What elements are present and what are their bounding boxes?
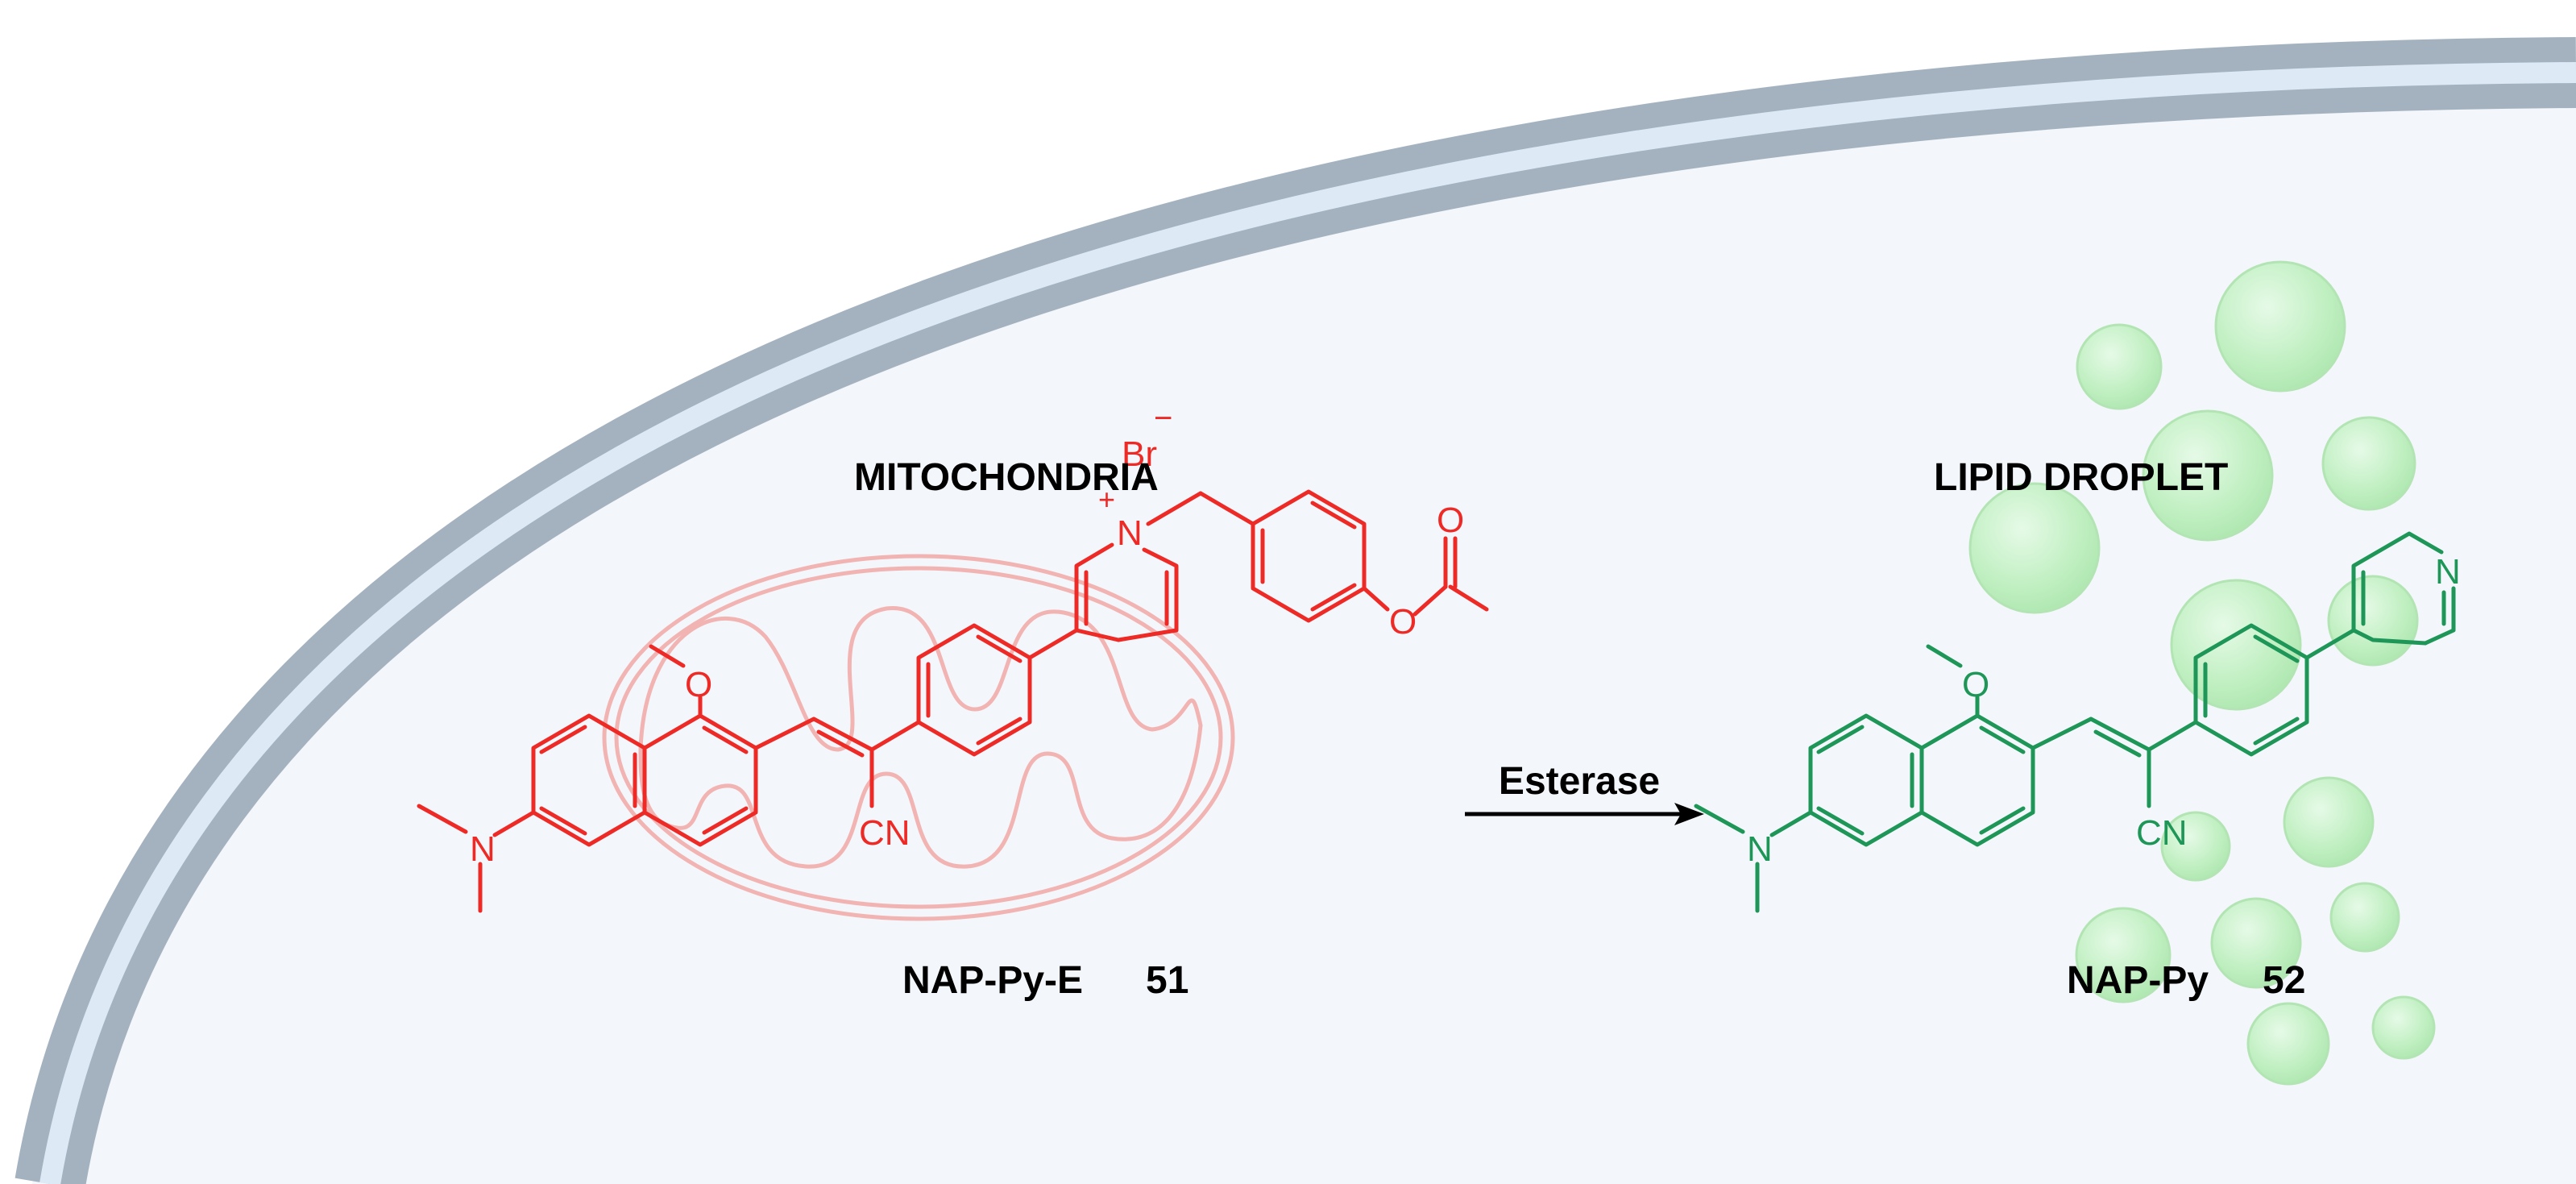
product-name: NAP-Py bbox=[2067, 959, 2209, 1002]
substrate-structure bbox=[417, 489, 1489, 913]
atom-label-o: O bbox=[1389, 602, 1417, 642]
double-bond bbox=[2253, 634, 2300, 663]
benzyl-bond bbox=[1198, 491, 1255, 526]
atom-label-n: N bbox=[1747, 829, 1773, 869]
double-bond bbox=[976, 634, 1023, 663]
atom-label-br: Br bbox=[1122, 434, 1157, 474]
lipid-droplet bbox=[2321, 416, 2416, 511]
lipid-droplet bbox=[2283, 776, 2375, 868]
lipid-droplet bbox=[2214, 260, 2346, 393]
vinyl-bond bbox=[2031, 717, 2093, 750]
substrate-name: NAP-Py-E bbox=[902, 959, 1083, 1002]
lipid-droplet bbox=[2371, 995, 2436, 1060]
atom-label-minus: − bbox=[1154, 401, 1172, 436]
methyl-bond bbox=[1448, 584, 1489, 612]
pyridine-ring bbox=[2423, 586, 2456, 646]
atom-label-o: O bbox=[1437, 501, 1464, 540]
reaction-arrow: Esterase bbox=[1465, 760, 1704, 825]
substrate-atoms: N O CN N + Br − O O bbox=[470, 401, 1464, 869]
lipid-droplet-heading: LIPID DROPLET bbox=[1934, 456, 2228, 499]
lipid-droplet bbox=[2210, 897, 2302, 989]
atom-label-n: N bbox=[1117, 513, 1143, 553]
pyridinium-ring bbox=[1074, 542, 1121, 642]
pyridine-ring bbox=[2351, 531, 2444, 646]
double-bond bbox=[539, 725, 587, 754]
atom-label-o: O bbox=[1962, 665, 1989, 704]
vinyl-double-bond-inner bbox=[816, 729, 865, 758]
double-bond bbox=[1979, 725, 2026, 754]
double-bond bbox=[702, 806, 749, 835]
double-bond bbox=[1310, 501, 1357, 530]
arrow-head bbox=[1674, 803, 1704, 825]
product-structure bbox=[1694, 531, 2456, 913]
methyl-bond bbox=[417, 804, 468, 834]
double-bond bbox=[702, 725, 749, 754]
methyl-bond bbox=[649, 644, 686, 668]
mitochondria-heading: MITOCHONDRIA bbox=[854, 456, 1159, 499]
pyridinium-ring bbox=[1116, 547, 1179, 642]
lipid-droplet bbox=[2076, 323, 2163, 410]
double-bond bbox=[976, 717, 1023, 746]
lipid-droplet bbox=[2075, 907, 2172, 1003]
lipid-droplet bbox=[2142, 409, 2274, 542]
ester-bond bbox=[1412, 584, 1448, 617]
lipid-droplet bbox=[2329, 882, 2400, 953]
substrate-number: 51 bbox=[1146, 959, 1188, 1002]
double-bond bbox=[1979, 806, 2026, 835]
double-bond bbox=[1816, 725, 1865, 754]
enzyme-label: Esterase bbox=[1499, 760, 1660, 803]
double-bond bbox=[539, 806, 587, 836]
vinyl-bond bbox=[753, 717, 816, 750]
lipid-droplet bbox=[2246, 1002, 2330, 1086]
methyl-bond bbox=[1926, 644, 1963, 668]
mitochondrion-inner-membrane bbox=[614, 566, 1223, 909]
aryl-bond bbox=[2304, 628, 2356, 660]
double-bond bbox=[1816, 806, 1865, 836]
double-bond bbox=[1310, 583, 1357, 612]
bond-to-oxygen bbox=[1362, 586, 1390, 612]
atom-label-cn: CN bbox=[859, 813, 911, 853]
vinyl-double-bond bbox=[2089, 717, 2151, 752]
atom-label-n: N bbox=[2435, 552, 2461, 592]
lipid-droplet bbox=[1968, 482, 2101, 614]
methyl-bond bbox=[1694, 804, 1745, 834]
atom-label-cn: CN bbox=[2136, 813, 2188, 853]
bond-to-nitrogen bbox=[492, 810, 536, 837]
aryl-bond bbox=[1027, 628, 1079, 660]
benzyl-bond bbox=[1146, 491, 1203, 526]
mitochondrion-cristae bbox=[638, 606, 1203, 869]
aryl-bond bbox=[2147, 720, 2198, 752]
lipid-droplet bbox=[2160, 811, 2231, 882]
atom-label-plus: + bbox=[1098, 483, 1115, 516]
vinyl-double-bond bbox=[811, 717, 874, 752]
vinyl-double-bond-inner bbox=[2093, 729, 2142, 758]
mitochondrion bbox=[602, 554, 1235, 921]
atom-label-n: N bbox=[470, 829, 496, 869]
double-bond bbox=[2253, 717, 2300, 746]
bond-to-nitrogen bbox=[1769, 810, 1813, 837]
cell-membrane-inner bbox=[39, 62, 2576, 1184]
lipid-droplet bbox=[2327, 575, 2419, 667]
product-number: 52 bbox=[2263, 959, 2305, 1002]
atom-label-o: O bbox=[685, 665, 712, 704]
aryl-bond bbox=[869, 720, 921, 752]
product-atoms: N O CN N bbox=[1747, 552, 2461, 869]
mitochondrion-outer-membrane bbox=[602, 554, 1235, 921]
